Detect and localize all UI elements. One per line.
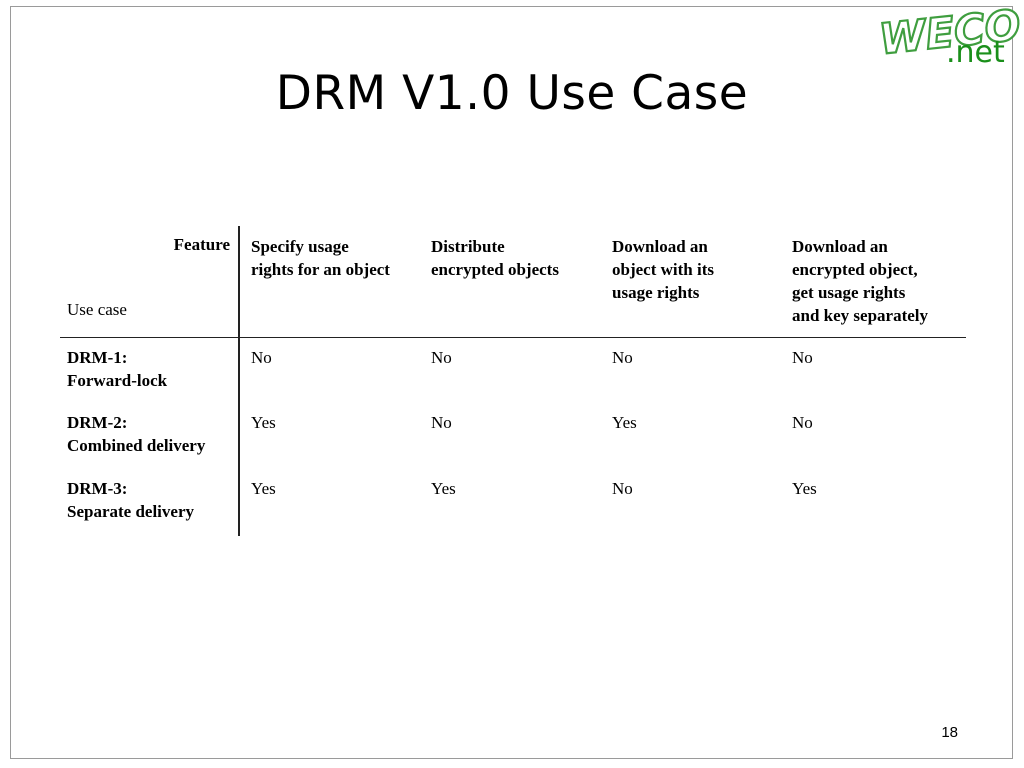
table-cell: Yes [251, 479, 276, 498]
table-cell: No [251, 348, 272, 367]
slide-title: DRM V1.0 Use Case [275, 66, 749, 121]
column-header: Download an object with its usage rights [612, 237, 714, 302]
table-cell: Yes [431, 479, 456, 498]
table-cell: Yes [792, 479, 817, 498]
use-case-table: Feature Use case Specify usage rights fo… [60, 226, 966, 536]
row-label: DRM-3: Separate delivery [67, 479, 194, 521]
feature-header: Feature [173, 235, 230, 254]
table-header-divider [60, 337, 966, 338]
column-header: Distribute encrypted objects [431, 237, 559, 279]
weco-net-logo-graphic: WECO .net [876, 6, 1022, 70]
table-cell: No [792, 413, 813, 432]
table-cell: No [612, 479, 633, 498]
weco-net-logo: WECO .net [876, 6, 1022, 72]
table-vertical-divider [238, 226, 240, 536]
column-header: Specify usage rights for an object [251, 237, 390, 279]
page-number: 18 [941, 724, 958, 741]
use-case-header: Use case [67, 300, 127, 319]
column-header: Download an encrypted object, get usage … [792, 237, 928, 325]
table-cell: No [431, 348, 452, 367]
row-label: DRM-1: Forward-lock [67, 348, 168, 390]
logo-sub-text: .net [946, 35, 1005, 70]
table-cell: No [792, 348, 813, 367]
row-label: DRM-2: Combined delivery [67, 413, 206, 455]
slide-frame [10, 6, 1013, 759]
table-cell: Yes [612, 413, 637, 432]
table-cell: No [612, 348, 633, 367]
table-cell: Yes [251, 413, 276, 432]
table-cell: No [431, 413, 452, 432]
